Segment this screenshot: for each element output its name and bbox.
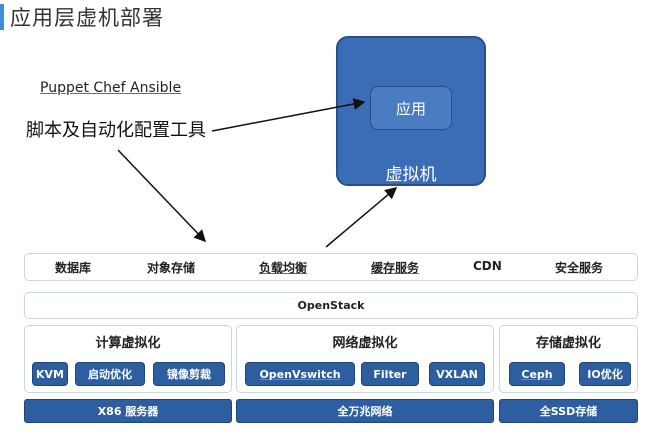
chip-vxlan-label: VXLAN [436,367,478,381]
chip-io-optimization-label: IO优化 [587,368,623,381]
service-cdn: CDN [473,259,502,273]
chip-vxlan: VXLAN [429,362,485,386]
base-ssd-storage: 全SSD存储 [499,399,638,423]
arrow-services-to-vm [325,187,398,248]
chip-ceph: Ceph [509,362,565,386]
chip-image-trim: 镜像剪裁 [153,362,225,386]
network-title: 网络虚拟化 [332,336,398,351]
arrow-tools-to-app [211,98,366,132]
openstack-label: OpenStack [297,299,365,312]
base-ssd-storage-label: 全SSD存储 [539,405,598,418]
base-10g-network: 全万兆网络 [236,399,494,423]
chip-boot-optimization: 启动优化 [75,362,145,386]
compute-title: 计算虚拟化 [95,336,161,351]
tools-label: 脚本及自动化配置工具 [26,120,206,141]
service-database: 数据库 [55,261,92,275]
service-security: 安全服务 [555,261,604,275]
chip-ceph-label: Ceph [521,367,553,381]
base-10g-network-label: 全万兆网络 [337,405,393,418]
openstack-row: OpenStack [24,292,638,319]
app-label: 应用 [395,99,426,118]
vm-box: 应用 虚拟机 [336,36,486,186]
services-row: 数据库 对象存储 负载均衡 缓存服务 CDN 安全服务 [24,253,638,281]
compute-group: 计算虚拟化 KVM 启动优化 镜像剪裁 [24,325,232,393]
service-cache: 缓存服务 [371,261,420,275]
chip-boot-optimization-label: 启动优化 [88,368,132,381]
chip-filter: Filter [361,362,419,386]
tool-names-text: Puppet Chef Ansible [40,80,182,96]
chip-image-trim-label: 镜像剪裁 [167,368,211,381]
service-object-storage: 对象存储 [147,261,196,275]
base-x86-servers-label: X86 服务器 [97,405,159,418]
tool-names: Puppet Chef Ansible [40,80,181,96]
chip-openvswitch-label: OpenVswitch [259,367,341,381]
app-box: 应用 [370,86,452,130]
storage-group: 存储虚拟化 Ceph IO优化 [499,325,638,393]
vm-label: 虚拟机 [385,165,437,185]
slide-title: 应用层虚机部署 [10,6,164,30]
chip-io-optimization: IO优化 [579,362,631,386]
base-x86-servers: X86 服务器 [24,399,232,423]
chip-filter-label: Filter [373,367,407,381]
storage-title: 存储虚拟化 [535,336,601,351]
chip-openvswitch: OpenVswitch [245,362,355,386]
arrow-tools-to-services [117,149,207,243]
title-accent-bar [0,4,4,30]
network-group: 网络虚拟化 OpenVswitch Filter VXLAN [236,325,494,393]
chip-kvm: KVM [32,362,68,386]
chip-kvm-label: KVM [36,367,64,381]
service-load-balancer: 负载均衡 [259,261,308,275]
